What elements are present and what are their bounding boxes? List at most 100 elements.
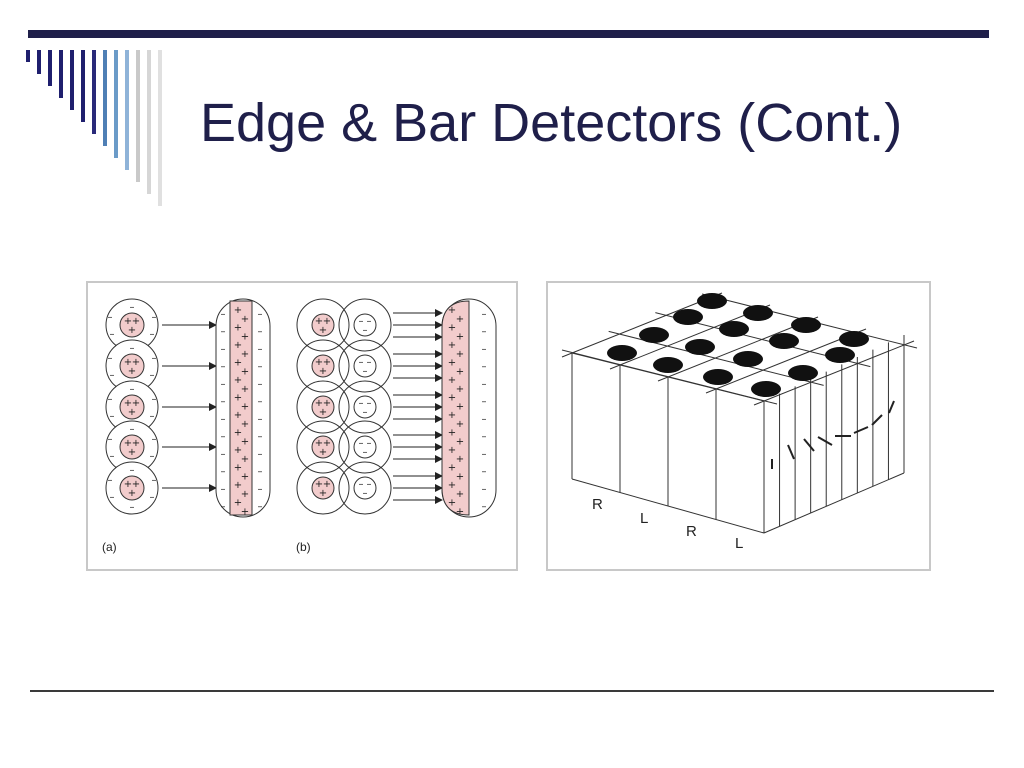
receptive-field [296,339,350,393]
on-center [311,354,335,378]
minus-sign: – [130,384,135,395]
cytochrome-blob [769,333,799,349]
plus-sign: + [132,479,140,490]
minus-sign: – [130,502,135,513]
plus-sign: + [241,454,249,465]
minus-sign: – [130,343,135,354]
minus-sign: – [221,379,226,390]
receptive-field [338,339,392,393]
minus-sign: – [258,379,263,390]
stripe [114,50,118,158]
plus-sign: + [128,488,136,499]
minus-sign: – [110,370,115,381]
cytochrome-blob [733,351,763,367]
minus-sign: – [221,432,226,443]
orientation-tick [787,444,795,460]
plus-sign: + [234,340,242,351]
plus-sign: + [124,438,132,449]
plus-sign: + [234,393,242,404]
plus-sign: + [315,398,323,409]
minus-sign: – [359,316,364,327]
plus-sign: + [234,428,242,439]
plus-sign: + [319,325,327,336]
plus-sign: + [323,316,331,327]
minus-sign: – [258,502,263,513]
cytochrome-blob [697,293,727,309]
minus-sign: – [108,475,113,486]
plus-sign: + [456,332,464,343]
minus-sign: – [108,312,113,323]
cytochrome-blob [685,339,715,355]
plus-sign: + [448,498,456,509]
plus-sign: + [448,393,456,404]
plus-sign: + [315,438,323,449]
on-center [311,313,335,337]
cytochrome-blob [703,369,733,385]
minus-sign: – [130,424,135,435]
minus-sign: – [367,357,372,368]
receptive-field-figure: (a) (b) +++––––––+++––––––+++––––––+++––… [86,281,518,571]
plus-sign: + [315,479,323,490]
block-right-bottom-edge [763,472,905,534]
on-center [311,395,335,419]
column-label-l2: L [735,535,743,552]
minus-sign: – [367,479,372,490]
plus-sign: + [124,479,132,490]
plus-sign: + [241,507,249,518]
on-center [119,353,145,379]
stripe [92,50,96,134]
cytochrome-blob [839,331,869,347]
minus-sign: – [221,467,226,478]
minus-sign: – [152,312,157,323]
plus-sign: + [234,358,242,369]
top-grid-line [753,340,915,406]
off-center [353,395,377,419]
plus-sign: + [456,454,464,465]
plus-sign: + [448,340,456,351]
minus-sign: – [221,449,226,460]
stripe [103,50,107,146]
minus-sign: – [258,327,263,338]
stripe [70,50,74,110]
plus-sign: + [234,410,242,421]
plus-sign: + [456,402,464,413]
receptive-field [338,380,392,434]
stripe [136,50,140,182]
minus-sign: – [359,398,364,409]
plus-sign: + [234,463,242,474]
top-grid-line [657,316,819,382]
plus-sign: + [456,367,464,378]
off-center [353,435,377,459]
plus-sign: + [319,366,327,377]
column-label-r2: R [686,523,697,540]
plus-sign: + [234,480,242,491]
minus-sign: – [130,465,135,476]
plus-sign: + [241,314,249,325]
minus-sign: – [152,475,157,486]
cytochrome-blob [825,347,855,363]
plus-sign: + [241,437,249,448]
minus-sign: – [130,302,135,313]
on-center [119,312,145,338]
column-label-l1: L [640,510,648,527]
minus-sign: – [482,432,487,443]
minus-sign: – [152,353,157,364]
plus-sign: + [241,332,249,343]
minus-sign: – [367,316,372,327]
plus-sign: + [132,398,140,409]
minus-sign: – [363,447,368,458]
plus-sign: + [456,349,464,360]
minus-sign: – [258,467,263,478]
plus-sign: + [234,375,242,386]
plus-sign: + [132,316,140,327]
receptive-field [296,380,350,434]
minus-sign: – [258,309,263,320]
stripe [125,50,129,170]
receptive-field [296,420,350,474]
receptive-field [338,298,392,352]
plus-sign: + [323,398,331,409]
minus-sign: – [482,414,487,425]
plus-sign: + [323,438,331,449]
minus-sign: – [221,484,226,495]
minus-sign: – [110,411,115,422]
